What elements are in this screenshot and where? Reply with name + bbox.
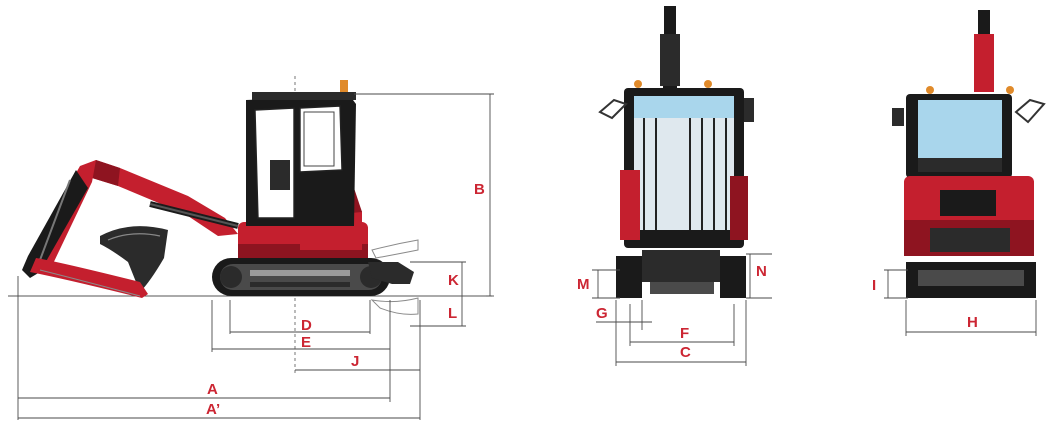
rear-cab xyxy=(892,86,1046,178)
label-l: L xyxy=(448,305,457,322)
side-boom xyxy=(84,160,239,236)
label-j: J xyxy=(351,353,359,370)
front-cab xyxy=(598,80,754,248)
label-k: K xyxy=(448,272,459,289)
label-m: M xyxy=(577,276,590,293)
rear-boom xyxy=(974,10,994,92)
label-c: C xyxy=(680,344,691,361)
side-bucket xyxy=(30,226,168,298)
label-n: N xyxy=(756,263,767,280)
rear-view: I H xyxy=(872,10,1046,336)
side-dimensions xyxy=(17,93,494,420)
side-cab xyxy=(246,80,356,226)
front-tracks xyxy=(616,250,746,298)
label-a-prime: A’ xyxy=(206,401,220,418)
label-f: F xyxy=(680,325,689,342)
label-b: B xyxy=(474,181,485,198)
side-track xyxy=(212,258,390,296)
label-e: E xyxy=(301,334,311,351)
label-a: A xyxy=(207,381,218,398)
rear-dimensions xyxy=(884,269,1037,336)
front-dimensions xyxy=(592,253,772,366)
side-arm xyxy=(22,160,96,278)
rear-counterweight xyxy=(904,176,1034,256)
label-h: H xyxy=(967,314,978,331)
side-view: B K L D E J A A’ xyxy=(8,76,494,420)
label-g: G xyxy=(596,305,608,322)
side-dozer-blade xyxy=(368,239,419,315)
front-view: M N G F C xyxy=(577,6,772,366)
label-i: I xyxy=(872,277,876,294)
label-d: D xyxy=(301,317,312,334)
rear-tracks xyxy=(906,262,1036,298)
